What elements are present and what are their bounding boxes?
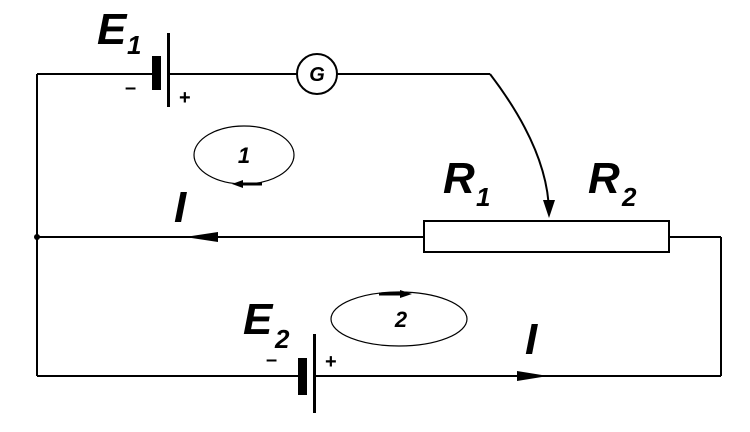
resistor-icon [423,220,670,253]
loop-1-label: 1 [238,143,250,168]
slider-arrow-icon [543,200,555,218]
battery-e2-positive-plate [313,334,316,413]
e1-subscript: 1 [127,30,141,60]
loop-2-ellipse [330,291,468,347]
e2-subscript: 2 [274,324,290,354]
galvanometer: G [296,53,338,95]
current-bottom-label: I [525,315,538,364]
battery-e1 [152,33,170,107]
top-branch [36,73,550,237]
r1-label: R [443,154,475,203]
r1-subscript: 1 [476,182,490,212]
battery-e1-positive-plate [167,33,170,107]
galvanometer-label: G [309,64,325,86]
loop-2: 2 [330,290,468,347]
bottom-branch [36,237,721,377]
loop-1-arrow-icon [232,180,243,188]
battery-e2-negative-plate [298,358,307,395]
current-top-label: I [174,183,187,232]
e1-plus-sign: + [179,87,191,109]
loop-1: 1 [193,125,295,188]
galvanometer-icon [296,53,338,95]
wire-slider-curve [489,73,550,213]
e2-plus-sign: + [325,351,337,373]
r2-subscript: 2 [621,182,637,212]
e1-minus-sign: – [125,77,136,99]
e2-label: E [243,295,274,344]
current-arrow-bottom-icon [517,371,548,381]
e1-label: E [97,5,128,54]
current-arrow-top-icon [185,232,218,242]
r2-label: R [588,154,620,203]
middle-branch [37,220,722,376]
loop-2-label: 2 [394,307,408,332]
battery-e1-negative-plate [152,56,161,90]
loop-2-arrow-icon [400,290,412,298]
battery-e2 [298,334,316,413]
e2-minus-sign: – [266,349,277,371]
